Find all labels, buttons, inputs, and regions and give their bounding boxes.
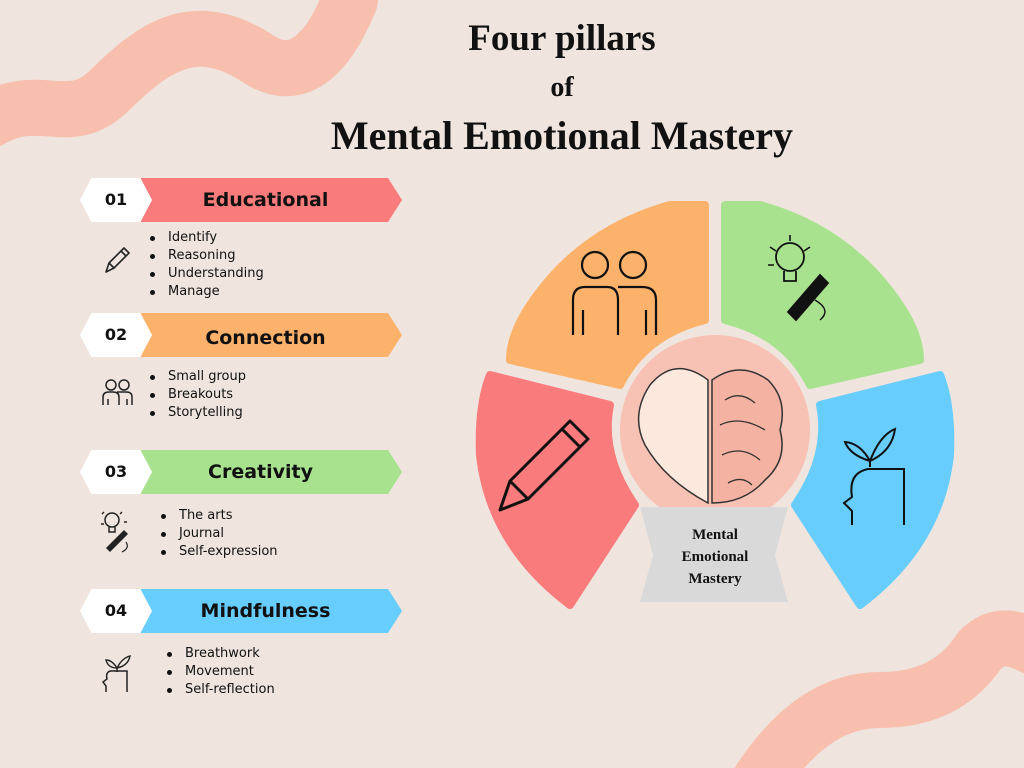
title-line-1: Four pillars: [468, 18, 656, 59]
center-banner-text: Mental Emotional Mastery: [645, 524, 785, 590]
hex-badge: [80, 450, 152, 494]
bottom-right-swoosh: [734, 610, 1024, 768]
list-item: Breathwork: [167, 645, 275, 663]
pillar-row-creativity: Creativity 03: [80, 450, 405, 496]
banner-line-2: Emotional: [681, 549, 749, 565]
pencil-icon: [498, 419, 590, 512]
pillar-row-educational: Educational 01: [80, 178, 405, 224]
bullet-list-connection: Small group Breakouts Storytelling: [150, 368, 246, 422]
list-item: Identify: [150, 229, 264, 247]
list-item: Small group: [150, 368, 246, 386]
list-item: The arts: [161, 507, 278, 525]
list-item: Reasoning: [150, 247, 264, 265]
top-left-swoosh: [0, 0, 378, 146]
hex-badge: [80, 589, 152, 633]
heart-brain-icon: [637, 367, 709, 505]
ribbon-educational: [122, 178, 402, 222]
bullet-list-mindfulness: Breathwork Movement Self-reflection: [167, 645, 275, 699]
list-item: Self-reflection: [167, 681, 275, 699]
banner-line-3: Mastery: [688, 571, 742, 587]
hex-badge: [80, 178, 152, 222]
wheel-segment-educational: [475, 371, 639, 609]
list-item: Understanding: [150, 265, 264, 283]
pillar-label-creativity: Creativity: [208, 461, 313, 483]
creativity-icon: [101, 511, 128, 553]
pillar-label-educational: Educational: [202, 189, 329, 211]
wheel-segment-mindfulness: [791, 371, 955, 609]
mind-growth-icon: [101, 655, 131, 692]
hex-badge: [80, 313, 152, 357]
wheel-segment-connection: [506, 201, 709, 389]
pillar-row-mindfulness: Mindfulness 04: [80, 589, 405, 635]
list-item: Journal: [161, 525, 278, 543]
brain-half: [711, 369, 783, 504]
list-item: Manage: [150, 283, 264, 301]
ribbon-creativity: [122, 450, 402, 494]
list-item: Self-expression: [161, 543, 278, 561]
list-item: Movement: [167, 663, 275, 681]
head-plant-icon: [842, 427, 905, 525]
pillars-wheel-diagram: [475, 201, 955, 609]
list-item: Breakouts: [150, 386, 246, 404]
title-line-3: Mental Emotional Mastery: [330, 113, 794, 158]
pillar-number: 01: [104, 190, 128, 209]
pillar-label-connection: Connection: [205, 327, 326, 349]
pillar-row-connection: Connection 02: [80, 313, 405, 359]
pillar-number: 03: [104, 462, 128, 481]
pillar-number: 02: [104, 325, 128, 344]
people-icon: [571, 250, 658, 335]
bullet-list-creativity: The arts Journal Self-expression: [161, 507, 278, 561]
wheel-center-banner: [640, 507, 788, 602]
bullet-list-educational: Identify Reasoning Understanding Manage: [150, 229, 264, 301]
lightbulb-pen-icon: [768, 235, 830, 322]
title-line-2: of: [550, 72, 574, 103]
pencil-icon: [105, 247, 130, 273]
ribbon-mindfulness: [122, 589, 402, 633]
list-item: Storytelling: [150, 404, 246, 422]
ribbon-connection: [122, 313, 402, 357]
pillar-number: 04: [104, 601, 128, 620]
people-icon: [102, 379, 133, 405]
banner-line-1: Mental: [692, 527, 738, 543]
pillar-label-mindfulness: Mindfulness: [200, 600, 331, 622]
